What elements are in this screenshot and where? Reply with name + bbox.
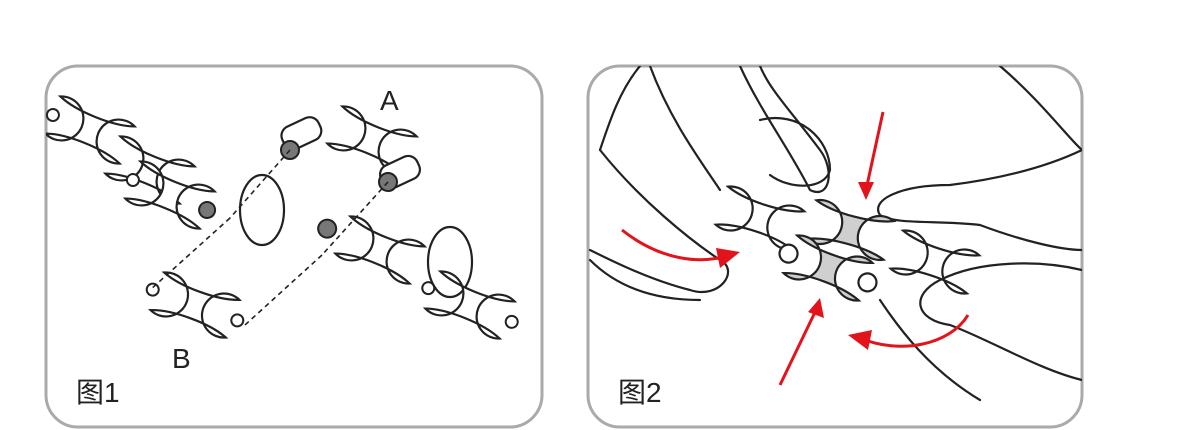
chain-right [317, 213, 519, 342]
connecting-link-b [145, 269, 245, 341]
figure-2-caption: 图2 [618, 377, 662, 408]
hands [588, 66, 1082, 402]
chain-left [46, 93, 286, 247]
figure-1: A B 图1 [44, 64, 544, 429]
chain [714, 183, 981, 304]
label-a: A [380, 85, 399, 116]
label-b: B [172, 343, 191, 374]
figure-1-caption: 图1 [76, 377, 120, 408]
figure-2: 图2 [586, 64, 1084, 429]
red-arrows [621, 111, 970, 386]
figure-1-frame [44, 64, 544, 429]
figure-2-frame [586, 64, 1084, 429]
connecting-link-a [280, 103, 422, 192]
